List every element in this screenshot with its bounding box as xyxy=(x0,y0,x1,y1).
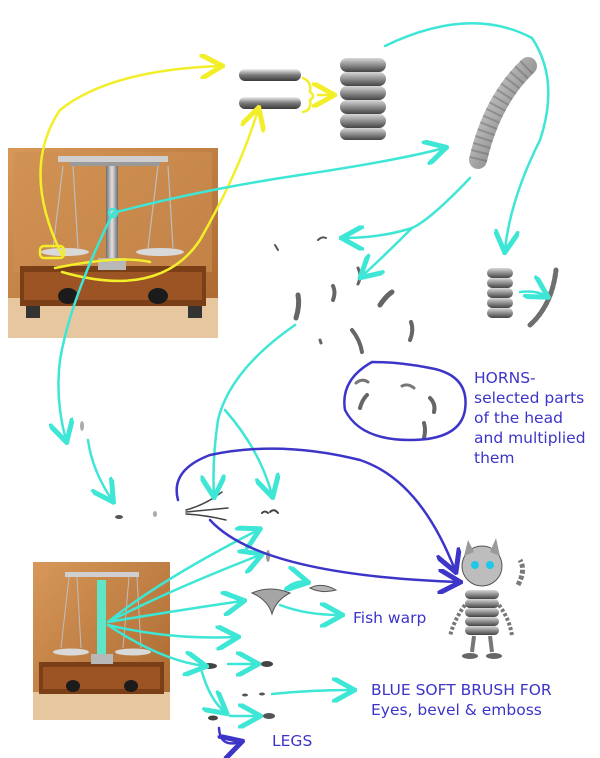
horns-line-2: selected parts xyxy=(474,389,585,407)
blue-brush-line-1: BLUE SOFT BRUSH FOR xyxy=(371,681,552,699)
small-ring-stack xyxy=(487,268,513,318)
horns-annotation: HORNS- selected parts of the head and mu… xyxy=(474,368,586,468)
horns-line-3: of the head xyxy=(474,409,563,427)
horns-line-4: and multiplied xyxy=(474,429,586,447)
cone-pieces xyxy=(250,584,338,616)
disc-pair xyxy=(239,69,301,109)
yellow-arrows xyxy=(38,66,332,283)
robot-cat xyxy=(448,538,526,659)
blue-arrows xyxy=(175,360,467,743)
legs-label: LEGS xyxy=(272,732,313,750)
horns-line-1: HORNS- xyxy=(474,369,536,387)
fish-warp-label: Fish warp xyxy=(353,609,427,627)
horns-line-5: them xyxy=(474,449,515,467)
blue-brush-line-2: Eyes, bevel & emboss xyxy=(371,701,542,719)
scale-photo-bottom xyxy=(33,562,170,720)
horn-pieces xyxy=(274,236,437,440)
leg-pieces xyxy=(201,661,275,721)
bent-tube xyxy=(469,57,537,169)
tail-piece xyxy=(527,267,559,328)
ring-stack xyxy=(340,58,386,140)
cyan-arrows xyxy=(58,22,548,716)
blue-brush-annotation: BLUE SOFT BRUSH FOR Eyes, bevel & emboss xyxy=(371,680,552,720)
